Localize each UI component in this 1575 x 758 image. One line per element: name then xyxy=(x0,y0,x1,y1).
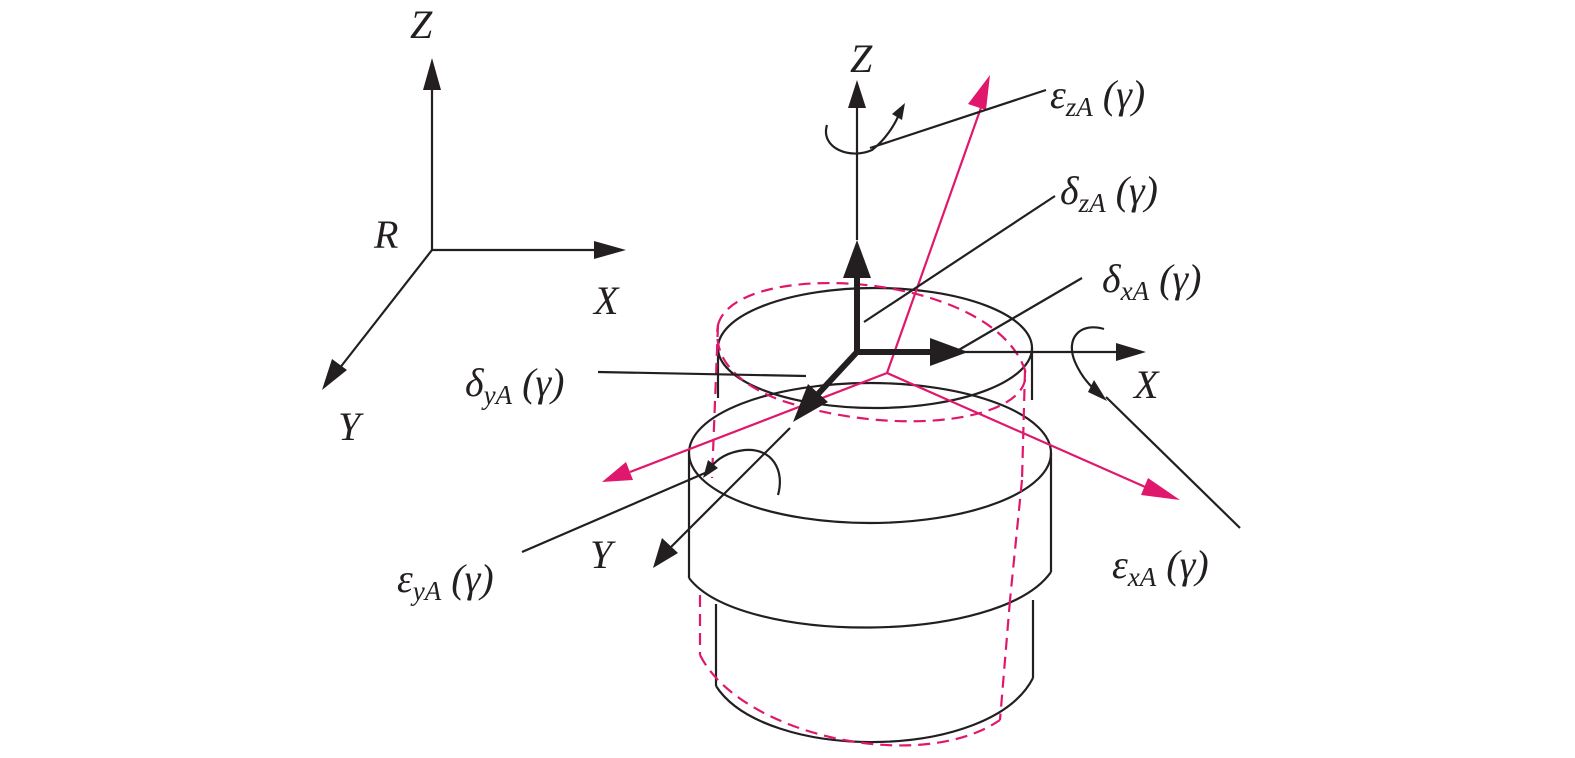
rot-y-arrowhead xyxy=(703,460,718,478)
middle-cylinder-bottom-arc xyxy=(688,571,1052,629)
comp-z-label: Z xyxy=(850,36,873,81)
leader-lines xyxy=(521,88,1241,554)
comp-y-bold xyxy=(815,349,860,397)
deviated-bottom-arc xyxy=(699,654,1001,747)
dev-x-axis xyxy=(886,371,1153,492)
rot-z-arc xyxy=(824,111,902,155)
leader-eps-x xyxy=(1105,396,1241,529)
deviated-frame xyxy=(602,75,1180,500)
leader-eps-z xyxy=(869,88,1047,150)
leader-delta-y xyxy=(597,370,807,378)
label-eps-y: εyA(γ) xyxy=(397,556,494,606)
comp-z-arrowhead xyxy=(848,80,866,108)
error-labels: εzA(γ) δzA(γ) δxA(γ) δyA(γ) εyA(γ) εxA(γ… xyxy=(397,72,1209,606)
dev-z-axis xyxy=(885,101,985,374)
comp-x-bold-arrowhead xyxy=(930,338,968,366)
middle-cylinder-top-ellipse xyxy=(687,381,1053,525)
comp-y-bold-arrowhead xyxy=(793,384,828,422)
deviated-top-ellipse xyxy=(716,281,1027,423)
ref-z-label: Z xyxy=(410,2,433,47)
dev-z-arrowhead xyxy=(968,75,990,110)
comp-y-label: Y xyxy=(590,532,616,577)
comp-z-bold-arrowhead xyxy=(843,240,871,278)
ref-y-label: Y xyxy=(338,404,364,449)
ref-origin-label: R xyxy=(373,212,398,257)
label-delta-x: δxA(γ) xyxy=(1102,256,1201,306)
nominal-rotary-body xyxy=(687,286,1053,744)
rotation-indicators xyxy=(703,103,1107,496)
ref-z-arrowhead xyxy=(423,58,441,90)
leader-delta-x xyxy=(944,277,1083,359)
deviated-rotary-body xyxy=(698,281,1027,747)
comp-y-arrowhead xyxy=(653,538,678,568)
lower-cylinder-bottom-arc xyxy=(715,677,1034,744)
component-frame: Z X Y xyxy=(590,36,1160,577)
comp-x-arrowhead xyxy=(1116,343,1146,361)
dev-x-arrowhead xyxy=(1141,478,1180,500)
ref-y-axis xyxy=(338,249,433,370)
deviated-left-edge-upper xyxy=(710,324,720,479)
rot-y-arc xyxy=(709,448,781,496)
label-delta-z: δzA(γ) xyxy=(1060,168,1158,218)
ref-x-arrowhead xyxy=(594,241,626,259)
label-eps-x: εxA(γ) xyxy=(1112,542,1209,592)
reference-frame: Z X Y R xyxy=(322,2,626,449)
dev-y-axis xyxy=(629,371,888,474)
ref-y-arrowhead xyxy=(322,359,347,390)
deviated-right-edge-lower xyxy=(998,599,1012,721)
leader-eps-y xyxy=(521,468,713,554)
label-delta-y: δyA(γ) xyxy=(465,360,564,410)
rot-z-arrowhead xyxy=(892,103,905,120)
rot-x-arc xyxy=(1070,326,1105,395)
rot-x-arrowhead xyxy=(1088,380,1107,401)
deviated-right-edge-mid xyxy=(1008,479,1024,601)
upper-cylinder-top-ellipse xyxy=(716,286,1034,410)
dev-y-arrowhead xyxy=(602,462,633,482)
label-eps-z: εzA(γ) xyxy=(1050,72,1145,122)
ref-x-label: X xyxy=(592,278,620,323)
leader-delta-z xyxy=(863,195,1056,323)
comp-x-label: X xyxy=(1132,362,1160,407)
comp-y-axis xyxy=(669,427,791,549)
